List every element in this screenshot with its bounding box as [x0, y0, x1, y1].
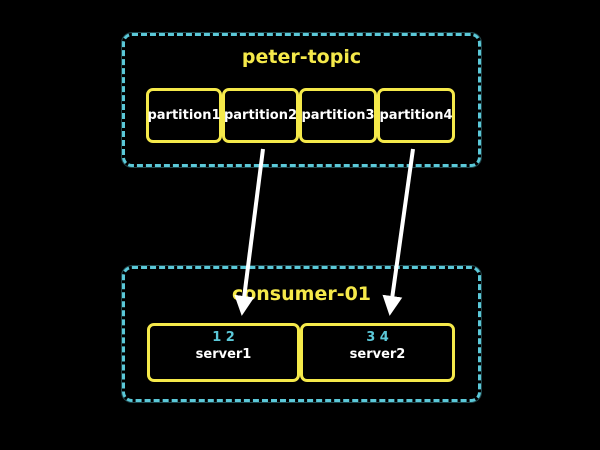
topic-group: peter-topic [122, 33, 481, 167]
arrow-partition2-to-server1 [234, 148, 265, 316]
partition-box-2: partition2 [222, 88, 299, 143]
consumer-title: consumer-01 [231, 283, 372, 305]
topic-title: peter-topic [241, 46, 362, 68]
consumer-group: consumer-01 [122, 266, 481, 402]
server1-label: server1 [195, 347, 252, 362]
partition-box-4: partition4 [377, 88, 455, 143]
server1-assigned-partitions: 1 2 [212, 330, 235, 345]
server2-label: server2 [349, 347, 406, 362]
partition-box-3: partition3 [299, 88, 377, 143]
server-box-2: 3 4 server2 [300, 323, 455, 382]
server2-assigned-partitions: 3 4 [366, 330, 389, 345]
partition-box-1: partition1 [146, 88, 222, 143]
server-box-1: 1 2 server1 [147, 323, 300, 382]
arrow-partition4-to-server2 [382, 148, 415, 316]
